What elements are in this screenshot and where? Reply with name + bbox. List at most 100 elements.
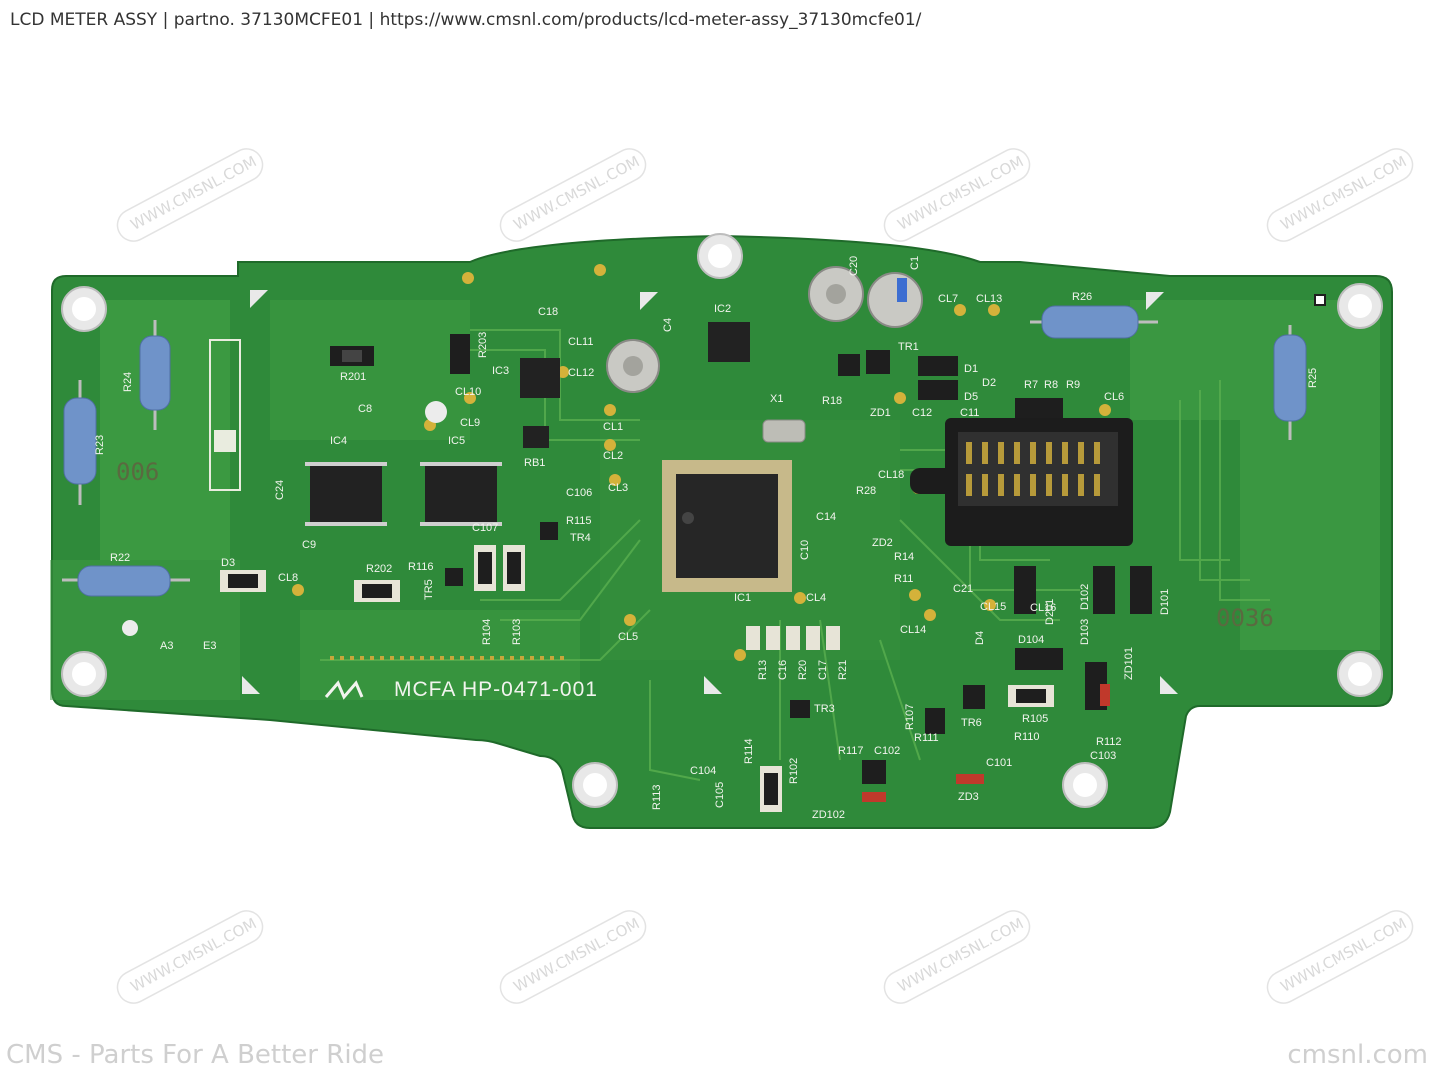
silk-label: R203: [477, 332, 489, 358]
silk-label: R113: [651, 785, 663, 810]
silk-label: R8: [1044, 379, 1058, 391]
silk-label: C10: [799, 540, 811, 560]
silk-label: D201: [1044, 599, 1056, 625]
silk-label: C1: [909, 256, 921, 270]
silk-label: CL9: [460, 417, 480, 429]
silk-label: IC3: [492, 365, 509, 377]
printed-code-right: 0036: [1216, 604, 1274, 632]
silk-label: C18: [538, 306, 558, 318]
smd-components: [220, 334, 1152, 812]
silk-label: C12: [912, 407, 932, 419]
silk-label: R24: [122, 372, 134, 392]
silk-label: E3: [203, 640, 216, 652]
silk-label: R28: [856, 485, 876, 497]
silk-label: CL1: [603, 421, 623, 433]
silkscreen-labels: R24 R23 R22 D3 CL8 A3 E3 R201 R203 C18 I…: [94, 256, 1319, 821]
silk-label: RB1: [524, 457, 545, 469]
silk-label: D104: [1018, 634, 1044, 646]
silk-label: CL15: [980, 601, 1006, 613]
silk-label: IC4: [330, 435, 347, 447]
silk-label: R111: [914, 732, 939, 744]
silk-label: ZD1: [870, 407, 891, 419]
silk-label: CL11: [568, 336, 593, 348]
silk-label: IC1: [734, 592, 751, 604]
silk-label: C8: [358, 403, 372, 415]
silk-label: R115: [566, 515, 591, 527]
silk-label: R20: [797, 660, 809, 680]
silk-label: IC5: [448, 435, 465, 447]
silk-label: A3: [160, 640, 173, 652]
resistor-r24: [139, 320, 171, 430]
silk-label: ZD101: [1123, 647, 1135, 680]
pcb-board: [50, 233, 1393, 829]
silk-label: CL3: [608, 482, 628, 494]
silk-label: CL5: [618, 631, 638, 643]
silk-label: R116: [408, 561, 433, 573]
silk-label: TR6: [961, 717, 982, 729]
silk-label: C102: [874, 745, 900, 757]
silk-label: TR1: [898, 341, 919, 353]
silk-label: CL4: [806, 592, 826, 604]
silk-label: CL12: [568, 367, 594, 379]
silk-label: CL7: [938, 293, 958, 305]
watermark-text: WWW.CMSNL.COM: [128, 152, 260, 234]
silk-label: R26: [1072, 291, 1092, 303]
silk-label: ZD2: [872, 537, 893, 549]
silk-label: R22: [110, 552, 130, 564]
silk-label: R18: [822, 395, 842, 407]
silk-label: C21: [953, 583, 973, 595]
silk-label: D2: [982, 377, 996, 389]
silk-label: R112: [1096, 736, 1121, 748]
silk-label: R201: [340, 371, 366, 383]
silk-label: C14: [816, 511, 836, 523]
silk-label: R202: [366, 563, 392, 575]
silk-label: D101: [1159, 589, 1171, 615]
silk-label: R11: [894, 573, 913, 585]
silk-label: C106: [566, 487, 592, 499]
capacitor-c20: [808, 266, 864, 322]
microcontroller-ic1: [662, 460, 792, 592]
watermark-text: WWW.CMSNL.COM: [128, 914, 260, 996]
watermark-text: WWW.CMSNL.COM: [1278, 914, 1410, 996]
ns-logo-icon: [324, 680, 364, 700]
watermark-text: WWW.CMSNL.COM: [511, 152, 643, 234]
wire-connector: [910, 418, 1133, 546]
silk-label: D103: [1079, 619, 1091, 645]
silk-label: R114: [743, 739, 755, 764]
silk-label: C4: [662, 318, 674, 332]
watermark-text: WWW.CMSNL.COM: [895, 152, 1027, 234]
silk-label: D4: [974, 631, 986, 645]
silk-label: CL18: [878, 469, 904, 481]
silk-label: CL2: [603, 450, 623, 462]
silk-label: R102: [788, 758, 800, 784]
capacitor-c4: [606, 339, 660, 393]
silk-label: R117: [838, 745, 863, 757]
resistor-r25: [1273, 325, 1307, 440]
silk-label: R9: [1066, 379, 1080, 391]
silk-label: TR5: [423, 579, 435, 600]
silk-label: C24: [274, 480, 286, 500]
silk-label: C9: [302, 539, 316, 551]
crystal-x1: [762, 419, 806, 443]
silk-label: CL13: [976, 293, 1002, 305]
board-model-label: MCFA HP-0471-001: [394, 678, 598, 701]
silk-label: ZD102: [812, 809, 845, 821]
silk-label: D1: [964, 363, 978, 375]
silk-label: R104: [481, 619, 493, 645]
silk-label: R14: [894, 551, 914, 563]
silk-label: C20: [848, 256, 860, 276]
capacitor-c1: [867, 272, 923, 328]
watermark-text: WWW.CMSNL.COM: [895, 914, 1027, 996]
silk-label: TR4: [570, 532, 591, 544]
silk-label: C107: [472, 522, 498, 534]
silk-label: ZD3: [958, 791, 979, 803]
ic-chips: [310, 322, 750, 522]
resistor-r22: [62, 565, 190, 597]
silk-label: C104: [690, 765, 716, 777]
page-title: LCD METER ASSY | partno. 37130MCFE01 | h…: [10, 10, 922, 30]
silk-label: CL16: [1030, 602, 1056, 614]
silk-label: R7: [1024, 379, 1038, 391]
resistor-r23: [63, 380, 97, 505]
